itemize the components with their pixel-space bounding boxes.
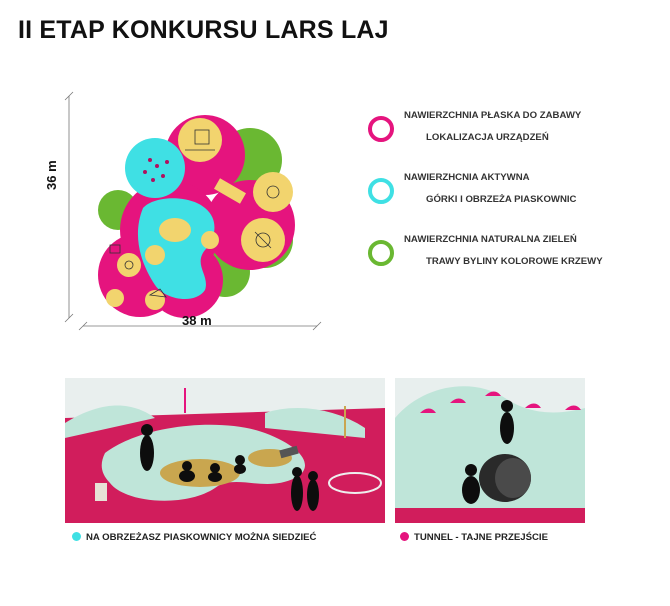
page-title: II ETAP KONKURSU LARS LAJ xyxy=(18,16,389,44)
legend-line1: NAWIERZHCNIA AKTYWNA xyxy=(404,172,530,183)
legend: NAWIERZCHNIA PŁASKA DO ZABAWY LOKALIZACJ… xyxy=(368,110,658,296)
render-sandpit xyxy=(65,378,385,523)
render-tunnel xyxy=(395,378,585,523)
legend-line2: LOKALIZACJA URZĄDZEŃ xyxy=(426,132,549,143)
ring-icon xyxy=(368,116,394,142)
legend-item-active-surface: NAWIERZHCNIA AKTYWNA GÓRKI I OBRZEŻA PIA… xyxy=(368,172,658,234)
caption-text: TUNNEL - TAJNE PRZEJŚCIE xyxy=(414,532,548,543)
dimension-lines xyxy=(64,91,322,331)
legend-line1: NAWIERZCHNIA PŁASKA DO ZABAWY xyxy=(404,110,582,121)
caption-text: NA OBRZEŻASZ PIASKOWNICY MOŻNA SIEDZIEĆ xyxy=(86,532,317,543)
legend-item-green-surface: NAWIERZCHNIA NATURALNA ZIELEŃ TRAWY BYLI… xyxy=(368,234,658,296)
legend-item-flat-surface: NAWIERZCHNIA PŁASKA DO ZABAWY LOKALIZACJ… xyxy=(368,110,658,172)
dimension-width: 38 m xyxy=(182,313,212,328)
dot-icon xyxy=(400,532,409,541)
cyan-zones xyxy=(125,138,215,300)
dot-icon xyxy=(72,532,81,541)
legend-line2: GÓRKI I OBRZEŻA PIASKOWNIC xyxy=(426,194,577,205)
dimension-height: 36 m xyxy=(44,160,59,190)
caption-sandpit: NA OBRZEŻASZ PIASKOWNICY MOŻNA SIEDZIEĆ xyxy=(72,532,316,543)
legend-line1: NAWIERZCHNIA NATURALNA ZIELEŃ xyxy=(404,234,577,245)
ring-icon xyxy=(368,240,394,266)
site-plan xyxy=(64,91,322,331)
mound-dots xyxy=(143,158,169,182)
caption-tunnel: TUNNEL - TAJNE PRZEJŚCIE xyxy=(400,532,548,543)
legend-line2: TRAWY BYLINY KOLOROWE KRZEWY xyxy=(426,256,603,267)
sand-pits xyxy=(106,118,293,310)
play-devices xyxy=(109,129,280,298)
ring-icon xyxy=(368,178,394,204)
